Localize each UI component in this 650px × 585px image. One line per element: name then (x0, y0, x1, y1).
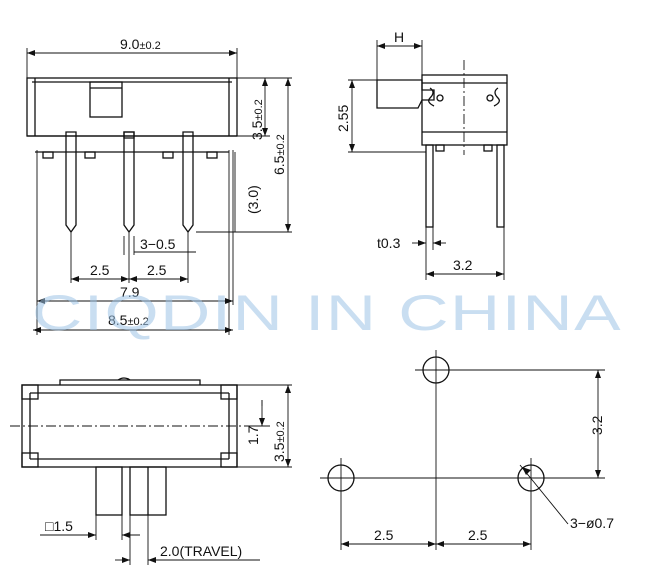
pcb-pitch-left-label: 2.5 (374, 527, 394, 543)
side-height-label: 2.55 (335, 105, 351, 132)
watermark: CIQDIN IN CHINA (32, 285, 622, 341)
pcb-pitch-right-label: 2.5 (468, 527, 488, 543)
front-view: 9.0±0.2 3.5±0.2 6.5±0.2 (3.0) (26, 36, 292, 335)
hole-spec-label: 3−ø0.7 (570, 515, 614, 531)
total-height-label: 6.5±0.2 (271, 134, 287, 175)
pin-length-label: (3.0) (245, 185, 261, 214)
side-view: H 2.55 t0.3 3. (335, 29, 508, 280)
thickness-label: t0.3 (377, 235, 401, 251)
actuator-h-label: H (394, 29, 404, 45)
travel-label: 2.0(TRAVEL) (160, 543, 242, 559)
width-label: 9.0±0.2 (120, 36, 161, 52)
pin-width-label: 3−0.5 (140, 236, 176, 252)
knob-label: □1.5 (45, 518, 73, 534)
pcb-layout: 3.2 2.5 2.5 3−ø0.7 (320, 350, 614, 550)
pcb-spacing-label: 3.2 (589, 415, 605, 435)
top-view: 1.7 3.5±0.2 □1.5 2.0(TRAVEL) (10, 377, 292, 565)
top-height-label: 3.5±0.2 (271, 421, 287, 462)
center-label: 1.7 (245, 425, 261, 445)
side-depth-label: 3.2 (453, 257, 473, 273)
span-outer-label: 8.5±0.2 (108, 312, 149, 328)
body-height-label: 3.5±0.2 (249, 99, 265, 140)
pitch-right-label: 2.5 (147, 262, 167, 278)
pitch-left-label: 2.5 (90, 262, 110, 278)
span-inner-label: 7.9 (120, 284, 140, 300)
